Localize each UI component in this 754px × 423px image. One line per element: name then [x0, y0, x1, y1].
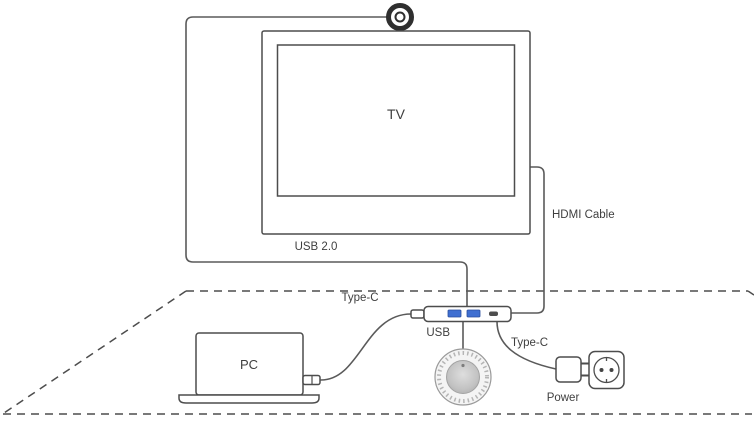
- hub-aux-port: [489, 311, 498, 316]
- usb-port-1: [447, 309, 462, 318]
- hub-device: [410, 305, 512, 323]
- speakerphone-led: [461, 363, 465, 368]
- usb-port-2: [466, 309, 481, 318]
- usb2-label: USB 2.0: [295, 241, 338, 253]
- power-adapter-icon: [555, 356, 582, 383]
- table-dashed-outline: [3, 290, 754, 415]
- usb-speaker-label: USB: [426, 327, 450, 339]
- power-label: Power: [547, 392, 580, 404]
- speakerphone-pad: [446, 360, 480, 394]
- laptop-icon: PC: [178, 332, 321, 404]
- table-edge-top-right: [747, 290, 754, 296]
- table-edge-left: [3, 290, 187, 414]
- hub-typec-connector: [410, 309, 425, 319]
- typec-power-label: Type-C: [511, 337, 548, 349]
- webcam-lens: [394, 11, 406, 23]
- hdmi-label: HDMI Cable: [552, 209, 615, 221]
- outlet-hole-right: [609, 368, 614, 372]
- typec-pc-label: Type-C: [341, 292, 378, 304]
- hdmi-cable: [511, 166, 545, 314]
- speakerphone-grille: [437, 351, 489, 403]
- typec-power-cable: [496, 320, 557, 370]
- outlet-hole-left: [599, 368, 604, 372]
- usb2-cable: [185, 16, 468, 307]
- speakerphone-icon: [434, 348, 492, 406]
- laptop-base: [178, 394, 320, 404]
- power-group: [555, 350, 625, 390]
- tv-frame: TV: [261, 30, 531, 235]
- pc-label: PC: [240, 357, 258, 372]
- tv-label: TV: [387, 106, 406, 122]
- webcam-icon: [386, 3, 414, 31]
- typec-pc-cable: [320, 313, 412, 381]
- tv-screen: [276, 44, 516, 197]
